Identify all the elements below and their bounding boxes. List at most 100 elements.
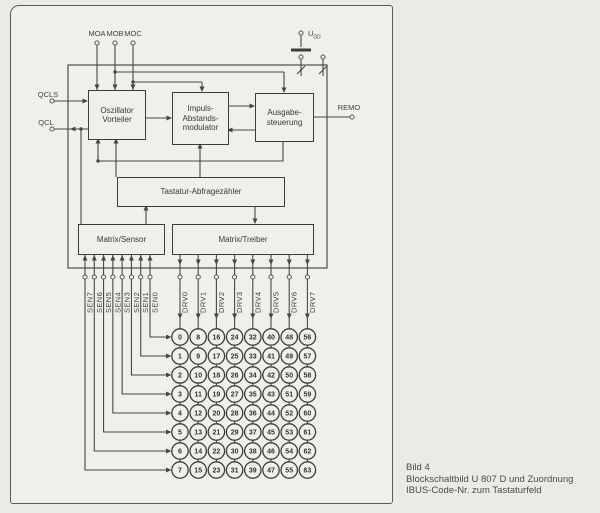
matrix-key [280,366,299,384]
matrix-key-number: 22 [213,449,221,456]
drv-arrowhead-icon [213,313,219,319]
matrix-key-number: 16 [213,335,221,342]
figure-caption: Bild 4 Blockschaltbild U 807 D und Zuord… [406,462,573,497]
matrix-key [262,347,280,365]
matrix-key-number: 32 [249,335,257,342]
drv-arrowhead-icon [268,259,274,265]
matrix-key-number: 50 [285,373,293,380]
matrix-key [189,347,208,365]
drv-arrowhead-icon [177,313,183,319]
matrix-key [298,366,317,384]
matrix-key-number: 48 [285,335,293,342]
drv-pin-label: DRV1 [199,292,208,313]
drv-arrowhead-icon [250,313,256,319]
matrix-key-number: 43 [267,392,275,399]
block-oszillator-vorteiler: Oszillator Vorteiler [88,90,146,140]
pin-label-mob: MOB [106,29,124,38]
arrowhead-icon [112,84,118,90]
matrix-key [262,385,280,403]
arrowhead-icon [94,84,100,90]
sen-wire [140,253,168,357]
matrix-key-number: 15 [194,468,202,475]
block-label: Impuls- [187,104,214,114]
row-arrowhead-icon [166,372,172,378]
sen-pin-label: SEN6 [95,292,104,313]
sen-wire [121,253,168,395]
sen-pin-label: SEN0 [150,292,159,313]
matrix-key-number: 41 [267,354,275,361]
sen-wire [112,253,168,414]
arrowhead-icon [197,143,203,149]
pin-label-moa: MOA [88,29,106,38]
ic-boundary-box [67,64,328,269]
matrix-key [262,404,280,422]
terminal-icon [49,126,55,132]
row-arrowhead-icon [166,467,172,473]
matrix-key [280,442,299,460]
caption-line: Blockschaltbild U 807 D und Zuordnung [406,473,574,485]
matrix-key [280,404,299,422]
terminal-icon [94,40,100,46]
matrix-key-number: 10 [194,373,202,380]
block-label: Tastatur-Abfragezähler [160,187,242,197]
arrowhead-icon [281,87,287,93]
block-label: Abstands- [182,113,219,123]
row-arrowhead-icon [166,410,172,416]
drv-arrowhead-icon [304,259,310,265]
sen-wire [130,253,168,376]
arrowhead-icon [252,218,258,224]
drv-pin-label: DRV4 [253,292,262,313]
matrix-key [207,442,226,460]
arrowhead-icon [227,127,233,133]
matrix-key [207,385,226,403]
arrowhead-icon [166,115,172,121]
sen-pin-label: SEN3 [123,292,132,313]
matrix-key [243,461,262,479]
drv-pin-label: DRV7 [308,292,317,313]
caption-line: Bild 4 [406,462,430,473]
block-tastatur-abfragezaehler: Tastatur-Abfragezähler [117,177,285,207]
matrix-key-number: 25 [231,354,239,361]
matrix-key-number: 6 [178,449,182,456]
no-connect-slash-icon [296,65,328,75]
block-label: Oszillator [100,105,134,115]
matrix-key [189,404,208,422]
sen-arrowhead-icon [101,255,107,261]
drv-arrowhead-icon [195,259,201,265]
matrix-key [262,423,280,441]
pin-label-remo: REMO [337,103,361,112]
matrix-key [280,347,299,365]
matrix-key [262,366,280,384]
terminal-icon [320,54,326,60]
matrix-key [171,385,189,403]
matrix-key-number: 40 [267,335,275,342]
sen-arrowhead-icon [82,255,88,261]
sen-wire [93,253,168,452]
matrix-key-number: 56 [304,335,312,342]
row-arrowhead-icon [166,429,172,435]
matrix-key-number: 14 [194,449,202,456]
matrix-key-number: 27 [231,392,239,399]
matrix-key-number: 63 [304,468,312,475]
block-label: Ausgabe- [267,108,302,117]
matrix-key [243,366,262,384]
terminal-icon [349,114,355,120]
matrix-key-number: 17 [213,354,221,361]
sen-arrowhead-icon [91,255,97,261]
matrix-key [189,461,208,479]
arrowhead-icon [70,126,76,132]
matrix-key-number: 46 [267,449,275,456]
sen-wire [103,253,168,433]
matrix-key [298,328,317,346]
arrowhead-icon [95,138,101,144]
arrowhead-icon [199,86,205,92]
matrix-key [243,404,262,422]
matrix-key [189,366,208,384]
terminal-icon [147,274,153,280]
matrix-key [171,442,189,460]
arrowhead-icon [130,84,136,90]
matrix-key [225,404,244,422]
row-arrowhead-icon [166,334,172,340]
junction-dot-icon [79,127,83,131]
